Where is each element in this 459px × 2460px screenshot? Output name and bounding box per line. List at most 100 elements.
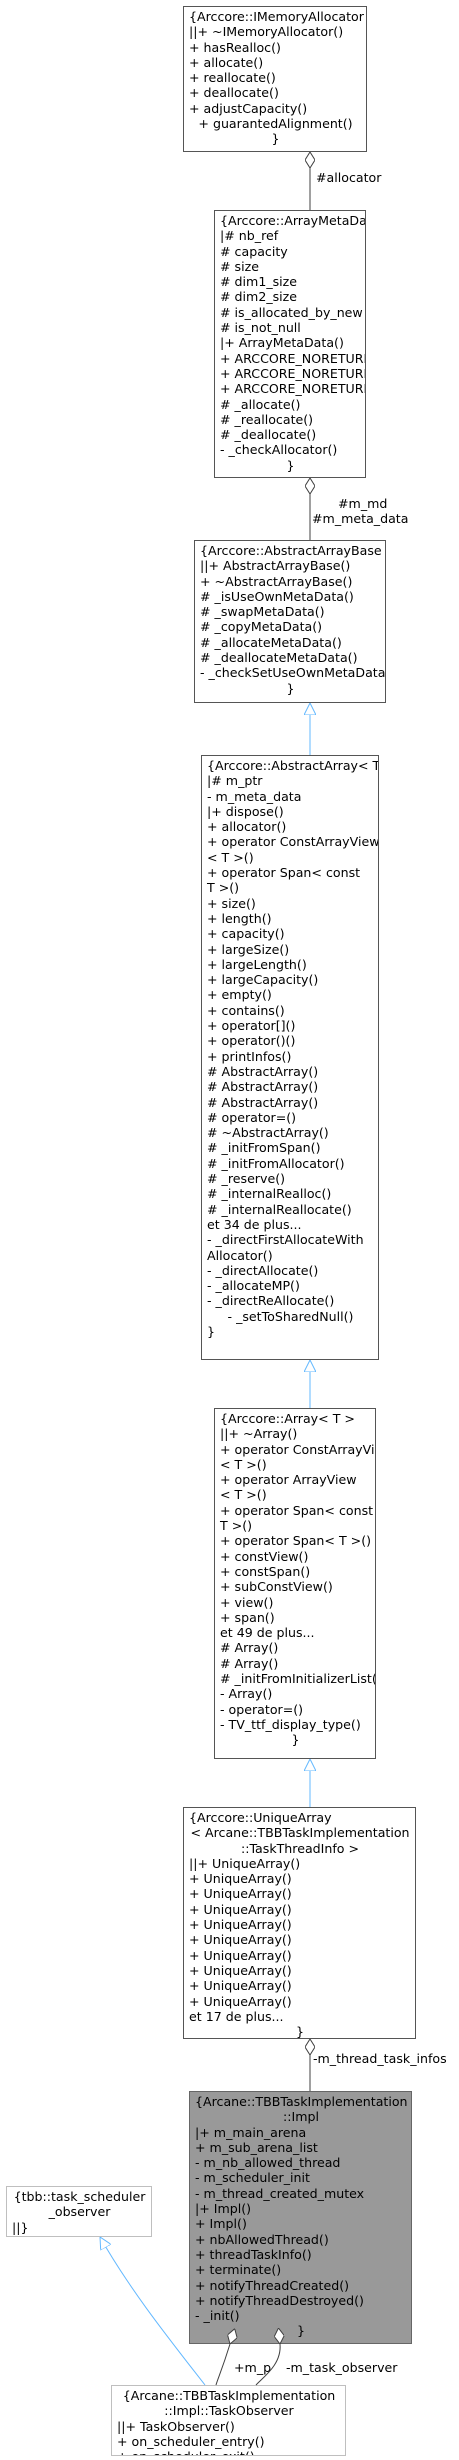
abstract-array-line: # _internalRealloc()	[207, 1186, 332, 1202]
abstract-array-line: }	[207, 1323, 216, 1339]
abstract-array-line: + capacity()	[207, 926, 285, 942]
abstract-array-base-node[interactable]: {Arccore::AbstractArrayBase||+ AbstractA…	[194, 540, 386, 703]
array-meta-data-line: {Arccore::ArrayMetaData	[220, 213, 366, 228]
abstract-array-line: - _directReAllocate()	[207, 1293, 335, 1309]
abstract-array-line: - _allocateMP()	[207, 1278, 300, 1294]
abstract-array-base-line: # _allocateMetaData()	[200, 634, 342, 650]
abstract-array-line: |# m_ptr	[207, 773, 263, 789]
abstract-array-line: + operator()()	[207, 1033, 296, 1049]
array-line: + operator ConstArrayView	[220, 1441, 376, 1457]
edge-label-m-meta-data: #m_meta_data	[312, 511, 409, 526]
unique-array-line: + UniqueArray()	[189, 1932, 292, 1948]
array-line: }	[291, 1732, 300, 1748]
abstract-array-base-line: # _isUseOwnMetaData()	[200, 588, 354, 604]
abstract-array-line: + largeCapacity()	[207, 972, 319, 988]
abstract-array-line: T >()	[207, 880, 240, 896]
edge-label-allocator: #allocator	[316, 170, 382, 185]
array-meta-data-line: # _deallocate()	[220, 427, 317, 443]
impl-line: + terminate()	[195, 2262, 282, 2278]
impl-line: - _init()	[195, 2308, 240, 2324]
abstract-array-line: + contains()	[207, 1002, 285, 1018]
impl-line: + notifyThreadCreated()	[195, 2277, 350, 2293]
impl-line: ::Impl	[283, 2109, 319, 2125]
abstract-array-line: - _setToSharedNull()	[227, 1308, 354, 1324]
abstract-array-line: # _initFromAllocator()	[207, 1155, 345, 1171]
array-line: + view()	[220, 1594, 274, 1610]
unique-array-line: et 17 de plus...	[189, 2008, 284, 2024]
impl-node[interactable]: {Arcane::TBBTaskImplementation::Impl|+ m…	[189, 2091, 412, 2344]
abstract-array-line: - _directAllocate()	[207, 1262, 319, 1278]
abstract-array-line: # _initFromSpan()	[207, 1140, 321, 1156]
array-line: ||+ ~Array()	[220, 1426, 298, 1442]
abstract-array-line: # ~AbstractArray()	[207, 1125, 329, 1141]
imemory-allocator-line: + deallocate()	[189, 85, 279, 101]
impl-line: - m_thread_created_mutex	[195, 2185, 365, 2201]
task-observer-node[interactable]: {Arcane::TBBTaskImplementation::Impl::Ta…	[111, 2385, 346, 2456]
array-line: + operator Span< T >()	[220, 1533, 372, 1549]
array-line: {Arccore::Array< T >	[220, 1411, 355, 1426]
abstract-array-line: |+ dispose()	[207, 803, 284, 819]
abstract-array-base-line: # _deallocateMetaData()	[200, 650, 358, 666]
edge-task-observer	[255, 2344, 280, 2386]
abstract-array-line: + largeLength()	[207, 956, 307, 972]
imemory-allocator-node[interactable]: {Arccore::IMemoryAllocator||+ ~IMemoryAl…	[183, 6, 367, 152]
abstract-array-line: {Arccore::AbstractArray< T >	[207, 758, 379, 773]
task-observer-line: + on_scheduler_entry()	[117, 2433, 265, 2449]
unique-array-line: + UniqueArray()	[189, 1978, 292, 1994]
abstract-array-line: + printInfos()	[207, 1048, 292, 1064]
task-scheduler-observer-node[interactable]: {tbb::task_scheduler_observer||}	[6, 2186, 152, 2237]
array-meta-data-line: # _allocate()	[220, 396, 301, 412]
abstract-array-base-line: + ~AbstractArrayBase()	[200, 573, 353, 589]
array-meta-data-line: # dim2_size	[220, 289, 298, 305]
imemory-allocator-line: + guarantedAlignment()	[198, 116, 353, 132]
impl-line: + m_sub_arena_list	[195, 2139, 318, 2155]
imemory-allocator-line: + hasRealloc()	[189, 39, 281, 55]
array-node[interactable]: {Arccore::Array< T >||+ ~Array()+ operat…	[214, 1408, 376, 1759]
array-meta-data-line: |# nb_ref	[220, 228, 279, 244]
task-observer-line: ::Impl::TaskObserver	[164, 2403, 294, 2419]
impl-line: - m_scheduler_init	[195, 2170, 310, 2186]
task-observer-line: + on_scheduler_exit()	[117, 2449, 341, 2455]
array-line: + operator Span< const	[220, 1502, 374, 1518]
impl-line: - m_nb_allowed_thread	[195, 2155, 341, 2171]
edge-label-m-task-observer: -m_task_observer	[286, 2360, 398, 2375]
edge-label-m-p: +m_p	[234, 2360, 272, 2375]
imemory-allocator-line: }	[271, 131, 280, 147]
array-line: # Array()	[220, 1640, 279, 1656]
impl-line: + notifyThreadDestroyed()	[195, 2292, 364, 2308]
array-line: # _initFromInitializerList()	[220, 1671, 376, 1687]
unique-array-line: ::TaskThreadInfo >	[240, 1840, 360, 1856]
abstract-array-node[interactable]: {Arccore::AbstractArray< T >|# m_ptr- m_…	[201, 755, 379, 1360]
impl-line: |+ Impl()	[195, 2201, 252, 2217]
impl-line: {Arcane::TBBTaskImplementation	[195, 2094, 408, 2109]
unique-array-line: + UniqueArray()	[189, 1962, 292, 1978]
unique-array-node[interactable]: {Arccore::UniqueArray< Arcane::TBBTaskIm…	[183, 1807, 416, 2039]
abstract-array-line: + length()	[207, 910, 272, 926]
task-scheduler-observer-line: _observer	[48, 2204, 111, 2220]
array-meta-data-line: }	[286, 457, 295, 473]
array-line: # Array()	[220, 1655, 279, 1671]
abstract-array-base-line: # _swapMetaData()	[200, 604, 325, 620]
array-line: - TV_ttf_display_type()	[220, 1716, 361, 1732]
abstract-array-base-line: - _checkSetUseOwnMetaData()	[200, 665, 386, 681]
array-line: et 49 de plus...	[220, 1625, 315, 1641]
task-observer-line: ||+ TaskObserver()	[117, 2418, 235, 2434]
array-line: < T >()	[220, 1456, 267, 1472]
array-meta-data-line: # size	[220, 258, 259, 274]
unique-array-line: + UniqueArray()	[189, 1947, 292, 1963]
array-meta-data-node[interactable]: {Arccore::ArrayMetaData|# nb_ref# capaci…	[214, 210, 366, 478]
array-meta-data-line: # _reallocate()	[220, 411, 314, 427]
array-line: + constView()	[220, 1548, 309, 1564]
abstract-array-line: # AbstractArray()	[207, 1079, 319, 1095]
abstract-array-base-line: }	[286, 680, 295, 696]
unique-array-line: + UniqueArray()	[189, 1901, 292, 1917]
array-line: < T >()	[220, 1487, 267, 1503]
abstract-array-base-line: {Arccore::AbstractArrayBase	[200, 543, 382, 558]
edge-m-p	[215, 2344, 230, 2386]
abstract-array-line: # _reserve()	[207, 1171, 286, 1187]
array-meta-data-line: # is_not_null	[220, 320, 301, 336]
abstract-array-line: # _internalReallocate()	[207, 1201, 352, 1217]
abstract-array-line: + allocator()	[207, 819, 287, 835]
abstract-array-line: Allocator()	[207, 1247, 273, 1263]
